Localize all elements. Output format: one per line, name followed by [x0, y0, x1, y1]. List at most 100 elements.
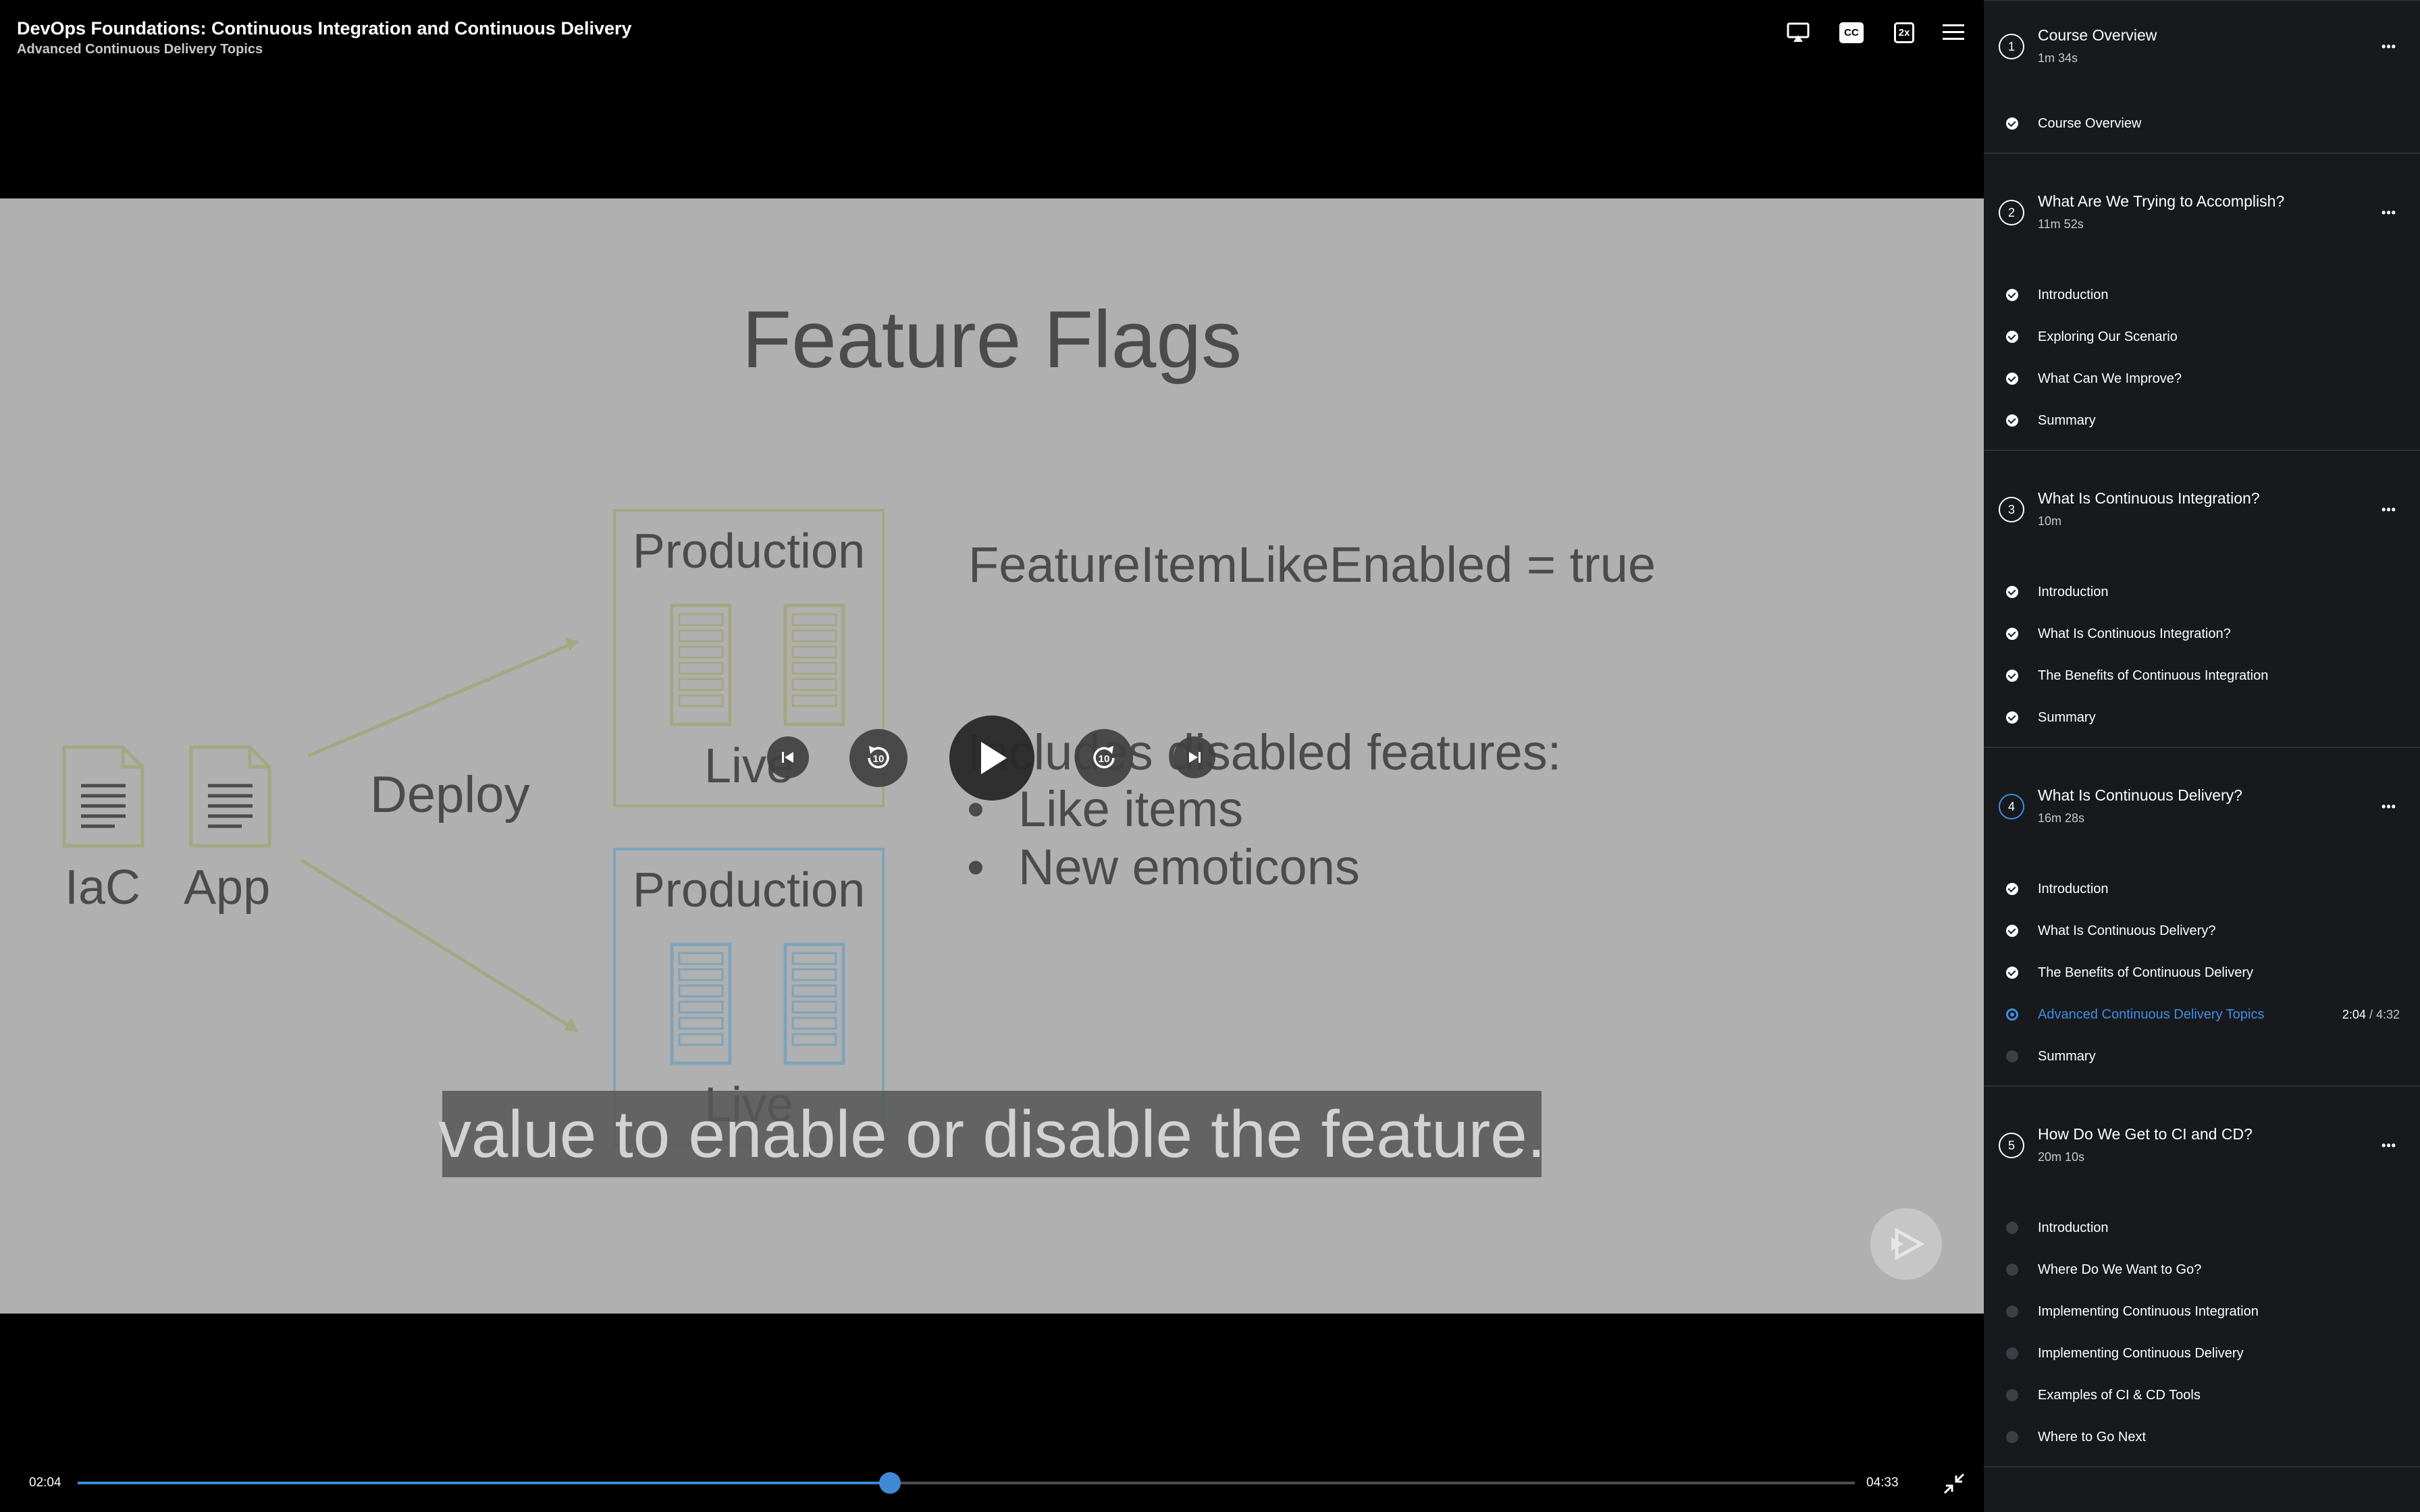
deploy-arrows: [300, 637, 579, 1033]
module-number: 3: [1999, 497, 2024, 522]
completed-check-icon: [2006, 289, 2018, 301]
clip-label: Course Overview: [2038, 116, 2142, 131]
clip-item[interactable]: Introduction: [1984, 274, 2420, 316]
more-options-icon[interactable]: •••: [2382, 39, 2396, 53]
production-label: Production: [632, 863, 866, 917]
forward-10-button[interactable]: 10: [1075, 729, 1133, 787]
clip-item[interactable]: Implementing Continuous Delivery: [1984, 1332, 2420, 1374]
production-box: Production Live: [613, 509, 885, 807]
module-number: 5: [1999, 1133, 2024, 1158]
previous-clip-button[interactable]: [767, 736, 809, 778]
module-number: 4: [1999, 794, 2024, 819]
playback-speed-button[interactable]: 2x: [1890, 20, 1918, 45]
document-icon: [189, 745, 271, 848]
clip-item[interactable]: What Can We Improve?: [1984, 358, 2420, 400]
production-label: Production: [632, 524, 866, 578]
play-icon: [981, 742, 1007, 774]
airplay-icon[interactable]: [1785, 20, 1811, 45]
speed-label: 2x: [1893, 22, 1915, 43]
bullet-text: Like items: [1018, 781, 1244, 837]
completed-check-icon: [2006, 711, 2018, 724]
total-time: 04:33: [1866, 1476, 1899, 1490]
clip-label: Where to Go Next: [2038, 1430, 2147, 1444]
clip-label: The Benefits of Continuous Integration: [2038, 668, 2269, 683]
iac-label: IaC: [65, 861, 141, 915]
play-button[interactable]: [949, 716, 1034, 801]
completed-check-icon: [2006, 883, 2018, 895]
completed-check-icon: [2006, 586, 2018, 598]
includes-text: Includes disabled features:: [967, 724, 1562, 780]
more-options-icon[interactable]: •••: [2382, 502, 2396, 516]
module-title: How Do We Get to CI and CD?: [2038, 1125, 2253, 1143]
clip-item[interactable]: Course Overview: [1984, 103, 2420, 144]
video-player: DevOps Foundations: Continuous Integrati…: [0, 18, 1984, 1496]
feature-flag-text: FeatureItemLikeEnabled = true: [968, 537, 1656, 593]
clip-item[interactable]: Introduction: [1984, 571, 2420, 613]
progress-handle[interactable]: [878, 1472, 901, 1494]
skip-previous-icon: [782, 752, 793, 763]
clip-item[interactable]: The Benefits of Continuous Delivery: [1984, 952, 2420, 994]
completed-check-icon: [2006, 967, 2018, 979]
menu-icon[interactable]: [1941, 20, 1966, 45]
pluralsight-logo-icon: [1870, 1208, 1942, 1280]
clip-item[interactable]: Summary: [1984, 400, 2420, 441]
clip-label: What Can We Improve?: [2038, 371, 2182, 386]
progress-bar[interactable]: [78, 1472, 1855, 1494]
completed-check-icon: [2006, 414, 2018, 427]
clip-item[interactable]: Implementing Continuous Integration: [1984, 1291, 2420, 1332]
skip-next-icon: [1189, 752, 1201, 763]
module-duration: 11m 52s: [2038, 217, 2084, 231]
completed-check-icon: [2006, 628, 2018, 640]
clip-item[interactable]: Summary: [1984, 1035, 2420, 1077]
rewind-seconds: 10: [873, 753, 885, 765]
clip-label: Implementing Continuous Integration: [2038, 1304, 2259, 1319]
clip-item[interactable]: Introduction: [1984, 1207, 2420, 1249]
clip-label: Introduction: [2038, 585, 2109, 599]
more-options-icon[interactable]: •••: [2382, 205, 2396, 219]
deploy-label: Deploy: [370, 766, 530, 824]
clip-item[interactable]: Where to Go Next: [1984, 1416, 2420, 1458]
exit-fullscreen-icon[interactable]: [1942, 1472, 1966, 1496]
clip-label: What Is Continuous Delivery?: [2038, 923, 2216, 938]
live-label: Live: [704, 739, 794, 793]
clip-item[interactable]: Examples of CI & CD Tools: [1984, 1374, 2420, 1416]
bullet-item: •Like items: [967, 780, 1243, 838]
rewind-10-button[interactable]: 10: [849, 729, 908, 787]
clip-item[interactable]: What Is Continuous Integration?: [1984, 613, 2420, 655]
clip-label: Introduction: [2038, 1220, 2109, 1235]
clip-item[interactable]: What Is Continuous Delivery?: [1984, 910, 2420, 952]
clip-item[interactable]: Where Do We Want to Go?: [1984, 1249, 2420, 1291]
module-header[interactable]: 4 What Is Continuous Delivery? 16m 28s •••: [1984, 748, 2420, 868]
more-options-icon[interactable]: •••: [2382, 1138, 2396, 1152]
clip-item[interactable]: Introduction: [1984, 868, 2420, 910]
clip-label: Advanced Continuous Delivery Topics: [2038, 1007, 2265, 1022]
cc-label: CC: [1839, 22, 1864, 43]
clip-item[interactable]: The Benefits of Continuous Integration: [1984, 655, 2420, 697]
module-number: 1: [1999, 34, 2024, 59]
module-title: What Is Continuous Delivery?: [2038, 786, 2242, 804]
more-options-icon[interactable]: •••: [2382, 799, 2396, 813]
rewind-icon: 10: [868, 746, 889, 769]
closed-captions-button[interactable]: CC: [1838, 20, 1865, 45]
incomplete-dot-icon: [2006, 1389, 2018, 1401]
clip-time-separator: /: [2365, 1008, 2376, 1021]
completed-check-icon: [2006, 373, 2018, 385]
clip-label: Summary: [2038, 1049, 2096, 1064]
bullet-item: •New emoticons: [967, 838, 1360, 896]
clip-time-current: 2:04: [2342, 1008, 2366, 1021]
completed-check-icon: [2006, 925, 2018, 937]
clip-item[interactable]: Exploring Our Scenario: [1984, 316, 2420, 358]
clip-label: Summary: [2038, 710, 2096, 725]
next-clip-button[interactable]: [1174, 736, 1215, 778]
clip-item[interactable]: Summary: [1984, 697, 2420, 738]
module-title: Course Overview: [2038, 26, 2157, 44]
module-duration: 16m 28s: [2038, 811, 2085, 825]
